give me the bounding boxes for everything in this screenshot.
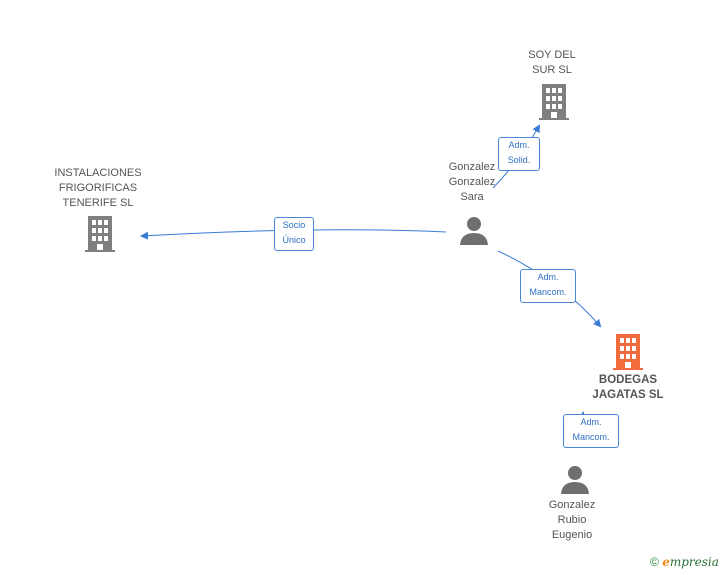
person-icon[interactable]	[459, 215, 489, 245]
empresia-logo: empresia	[662, 555, 719, 569]
copyright-symbol: ©	[650, 555, 659, 569]
person-label-gonzalez-eugenio: Gonzalez Rubio Eugenio	[548, 499, 596, 541]
company-label-instalaciones: INSTALACIONES FRIGORIFICAS TENERIFE SL	[54, 167, 142, 209]
building-icon-highlighted[interactable]	[613, 334, 643, 370]
edge-label-adm-mancom[interactable]: Adm. Mancom.	[520, 269, 576, 303]
building-icon[interactable]	[85, 216, 115, 252]
company-label-soy-del-sur: SOY DEL SUR SL	[528, 49, 576, 76]
person-label-gonzalez-sara: Gonzalez Gonzalez Sara	[448, 161, 496, 203]
edge-label-adm-mancom[interactable]: Adm. Mancom.	[563, 414, 619, 448]
company-label-bodegas-jagatas: BODEGAS JAGATAS SL	[592, 374, 664, 401]
edge-label-socio-unico[interactable]: Socio Único	[274, 217, 314, 251]
empresia-watermark: © empresia	[650, 555, 719, 569]
edge-label-adm-solid[interactable]: Adm. Solid.	[498, 137, 540, 171]
person-icon[interactable]	[560, 464, 590, 494]
building-icon[interactable]	[539, 84, 569, 120]
